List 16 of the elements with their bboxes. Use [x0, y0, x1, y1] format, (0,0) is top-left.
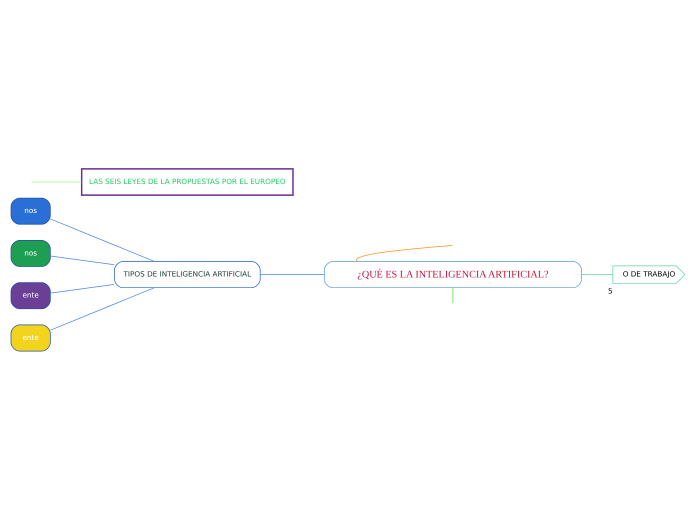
node-box: LAS SEIS LEYES DE LA PROPUESTAS POR EL EUROPEO	[80, 168, 294, 196]
node-label: 5	[608, 286, 613, 296]
node-box: nos	[10, 198, 51, 225]
node-box: nos	[10, 240, 51, 267]
node-box: TIPOS DE INTELIGENCIA ARTIFICIAL	[114, 261, 261, 288]
connector	[356, 245, 453, 262]
connector	[50, 287, 155, 331]
connector	[50, 218, 155, 262]
connector	[50, 256, 115, 266]
connector	[260, 274, 325, 275]
node-box: ¿QUÉ ES LA INTELIGENCIA ARTIFICIAL?	[324, 261, 582, 288]
connector	[50, 284, 115, 294]
node-box: ente	[10, 324, 51, 352]
connector	[581, 274, 613, 275]
node-box: ente	[10, 282, 51, 310]
connector	[452, 287, 454, 304]
